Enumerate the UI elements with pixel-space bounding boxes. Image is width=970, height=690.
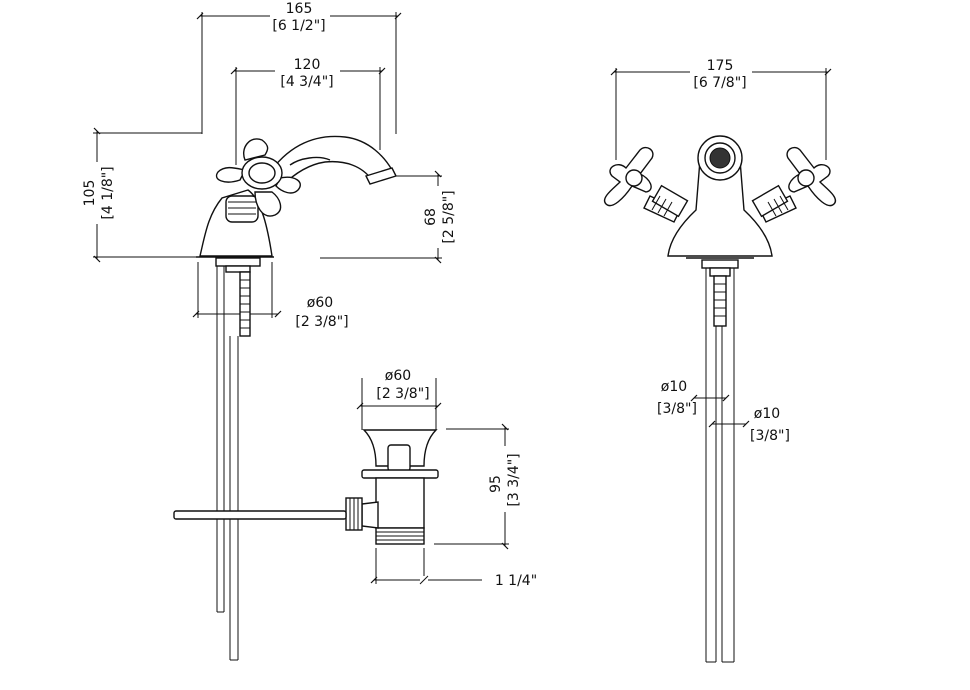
dim-pipe-left-value: ø10: [661, 379, 687, 395]
dim-175-inch: [6 7/8"]: [693, 75, 746, 91]
dim-drain-95-value: 95: [488, 475, 504, 493]
dim-165: 165 [6 1/2"]: [196, 1, 402, 134]
dim-165-value: 165: [286, 1, 313, 17]
dim-drain-thread: 1 1/4": [370, 548, 537, 589]
dim-drain-95-inch: [3 3/4"]: [506, 453, 522, 506]
dim-drain-60-inch: [2 3/8"]: [376, 386, 429, 402]
front-view: 175 [6 7/8"] ø10 [3/8"] ø10 [3/8"]: [603, 58, 837, 663]
dim-pipe-right-inch: [3/8"]: [750, 428, 790, 444]
dim-120: 120 [4 3/4"]: [230, 56, 386, 165]
dim-105: 105 [4 1/8"]: [80, 127, 202, 263]
dim-drain-thread-value: 1 1/4": [495, 573, 537, 589]
dim-105-value: 105: [82, 180, 98, 207]
dim-68-inch: [2 5/8"]: [441, 190, 457, 243]
dim-pipe-right-value: ø10: [754, 406, 780, 422]
dim-120-value: 120: [294, 57, 321, 73]
dim-68-value: 68: [423, 208, 439, 226]
dim-105-inch: [4 1/8"]: [100, 166, 116, 219]
dim-175-value: 175: [707, 58, 734, 74]
dim-drain-60-value: ø60: [385, 368, 411, 384]
faucet-front-body: [603, 135, 837, 663]
dim-165-inch: [6 1/2"]: [272, 18, 325, 34]
drain-view: ø60 [2 3/8"] 95 [3 3/4"] 1 1/4": [173, 368, 537, 589]
dim-175: 175 [6 7/8"]: [610, 58, 832, 160]
faucet-side-body: [196, 135, 397, 661]
dim-base-60-inch: [2 3/8"]: [295, 314, 348, 330]
dim-base-60: ø60 [2 3/8"]: [192, 262, 349, 330]
dim-pipe-left-inch: [3/8"]: [657, 401, 697, 417]
side-view: 165 [6 1/2"] 120 [4 3/4"] 105 [4 1/8"]: [80, 1, 460, 661]
dim-pipe-right: ø10 [3/8"]: [708, 406, 790, 444]
dim-120-inch: [4 3/4"]: [280, 74, 333, 90]
dim-68: 68 [2 5/8"]: [320, 170, 460, 264]
dim-base-60-value: ø60: [307, 295, 333, 311]
dim-drain-95: 95 [3 3/4"]: [434, 423, 524, 550]
drain-body: [173, 429, 439, 545]
dim-drain-60: ø60 [2 3/8"]: [356, 368, 442, 430]
dim-pipe-left: ø10 [3/8"]: [657, 379, 730, 417]
